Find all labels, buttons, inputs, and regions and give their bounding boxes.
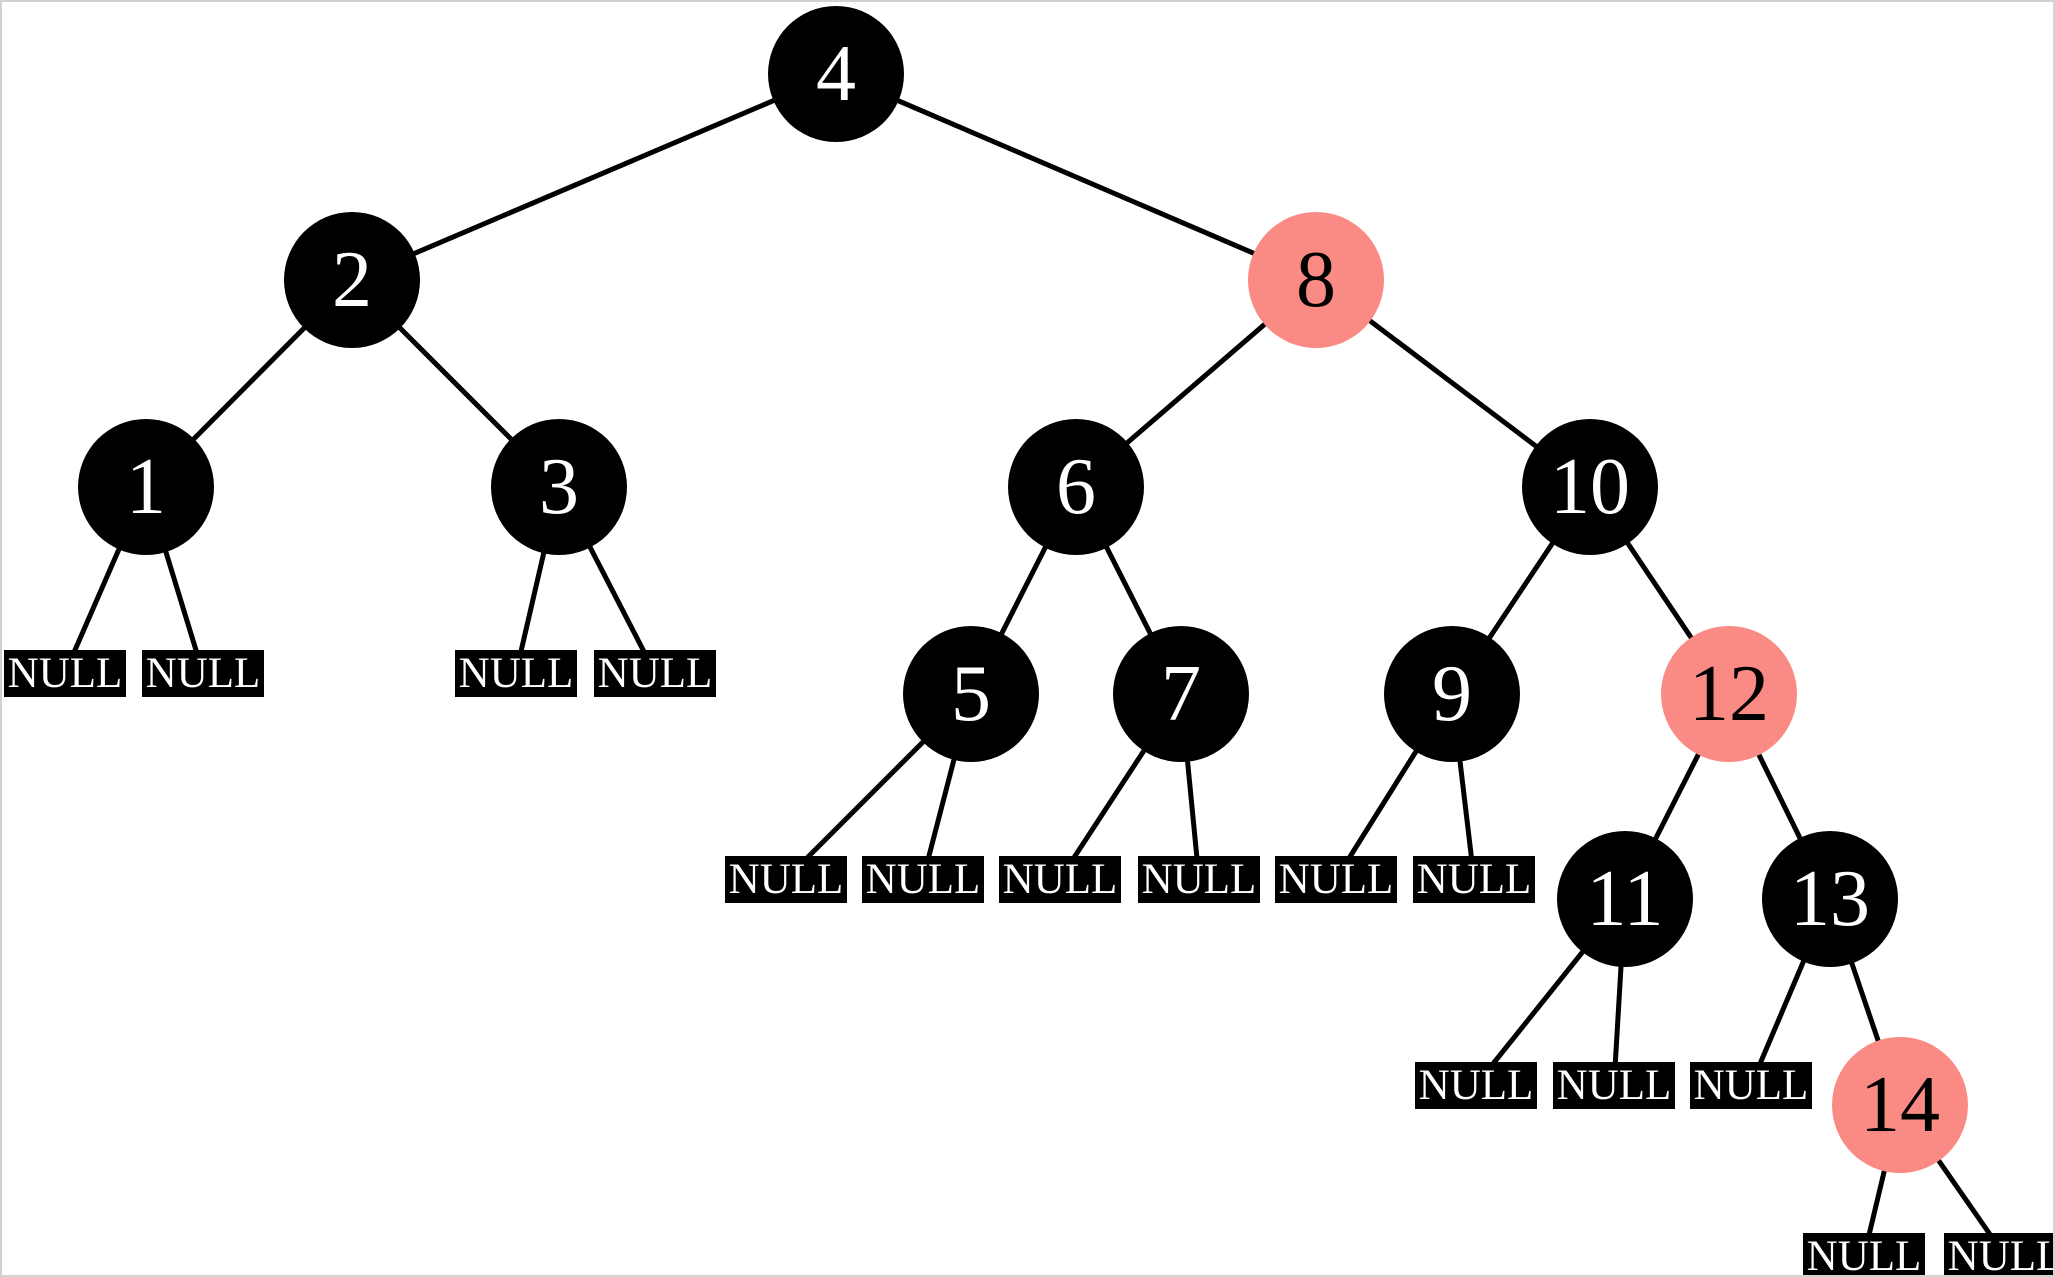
tree-node-label: 3 — [539, 443, 579, 531]
tree-node-6: 6 — [1008, 419, 1144, 555]
tree-node-9: 9 — [1384, 626, 1520, 762]
tree-node-label: 13 — [1790, 855, 1870, 943]
tree-node-label: 14 — [1860, 1061, 1940, 1149]
null-leaf-label: NULL — [1806, 1232, 1922, 1277]
null-leaf-null-1-L: NULL — [4, 649, 126, 697]
null-leaf-null-14-R: NULL — [1944, 1232, 2055, 1277]
null-leaf-null-9-R: NULL — [1413, 855, 1535, 903]
null-leaf-label: NULL — [728, 855, 844, 903]
tree-node-3: 3 — [491, 419, 627, 555]
null-leaf-label: NULL — [145, 649, 261, 697]
tree-node-label: 7 — [1161, 650, 1201, 738]
tree-node-label: 10 — [1550, 443, 1630, 531]
null-leaf-null-7-R: NULL — [1138, 855, 1260, 903]
tree-node-13: 13 — [1762, 831, 1898, 967]
tree-node-14: 14 — [1832, 1037, 1968, 1173]
null-leaf-label: NULL — [1416, 855, 1532, 903]
tree-node-label: 6 — [1056, 443, 1096, 531]
tree-node-label: 5 — [951, 650, 991, 738]
tree-node-2: 2 — [284, 212, 420, 348]
tree-node-label: 11 — [1586, 855, 1664, 943]
tree-node-label: 1 — [126, 443, 166, 531]
null-leaf-null-3-R: NULL — [594, 649, 716, 697]
null-leaf-label: NULL — [1947, 1232, 2055, 1277]
tree-node-5: 5 — [903, 626, 1039, 762]
null-leaf-label: NULL — [1556, 1061, 1672, 1109]
null-leaf-null-14-L: NULL — [1803, 1232, 1925, 1277]
tree-node-11: 11 — [1557, 831, 1693, 967]
edge-4-2 — [351, 71, 837, 283]
tree-node-label: 2 — [332, 236, 372, 324]
null-leaf-null-1-R: NULL — [142, 649, 264, 697]
null-leaf-label: NULL — [7, 649, 123, 697]
null-leaf-null-13-L: NULL — [1690, 1061, 1812, 1109]
tree-node-12: 12 — [1661, 626, 1797, 762]
null-leaf-label: NULL — [1141, 855, 1257, 903]
tree-node-4: 4 — [768, 6, 904, 142]
null-leaf-label: NULL — [458, 649, 574, 697]
tree-node-7: 7 — [1113, 626, 1249, 762]
tree-node-8: 8 — [1248, 212, 1384, 348]
null-leaf-label: NULL — [1693, 1061, 1809, 1109]
null-leaf-label: NULL — [1002, 855, 1118, 903]
null-leaf-label: NULL — [597, 649, 713, 697]
null-leaf-label: NULL — [1418, 1061, 1534, 1109]
tree-node-1: 1 — [78, 419, 214, 555]
tree-node-label: 4 — [816, 30, 856, 118]
tree-node-label: 12 — [1689, 650, 1769, 738]
null-leaf-null-11-L: NULL — [1415, 1061, 1537, 1109]
null-leaf-null-7-L: NULL — [999, 855, 1121, 903]
edge-4-8 — [835, 71, 1317, 283]
tree-node-10: 10 — [1522, 419, 1658, 555]
null-leaf-null-3-L: NULL — [455, 649, 577, 697]
null-leaf-null-5-L: NULL — [725, 855, 847, 903]
tree-node-label: 8 — [1296, 236, 1336, 324]
tree-node-label: 9 — [1432, 650, 1472, 738]
null-leaf-label: NULL — [1278, 855, 1394, 903]
null-leaf-null-9-L: NULL — [1275, 855, 1397, 903]
null-leaf-null-5-R: NULL — [862, 855, 984, 903]
null-leaf-null-11-R: NULL — [1553, 1061, 1675, 1109]
null-leaf-label: NULL — [865, 855, 981, 903]
